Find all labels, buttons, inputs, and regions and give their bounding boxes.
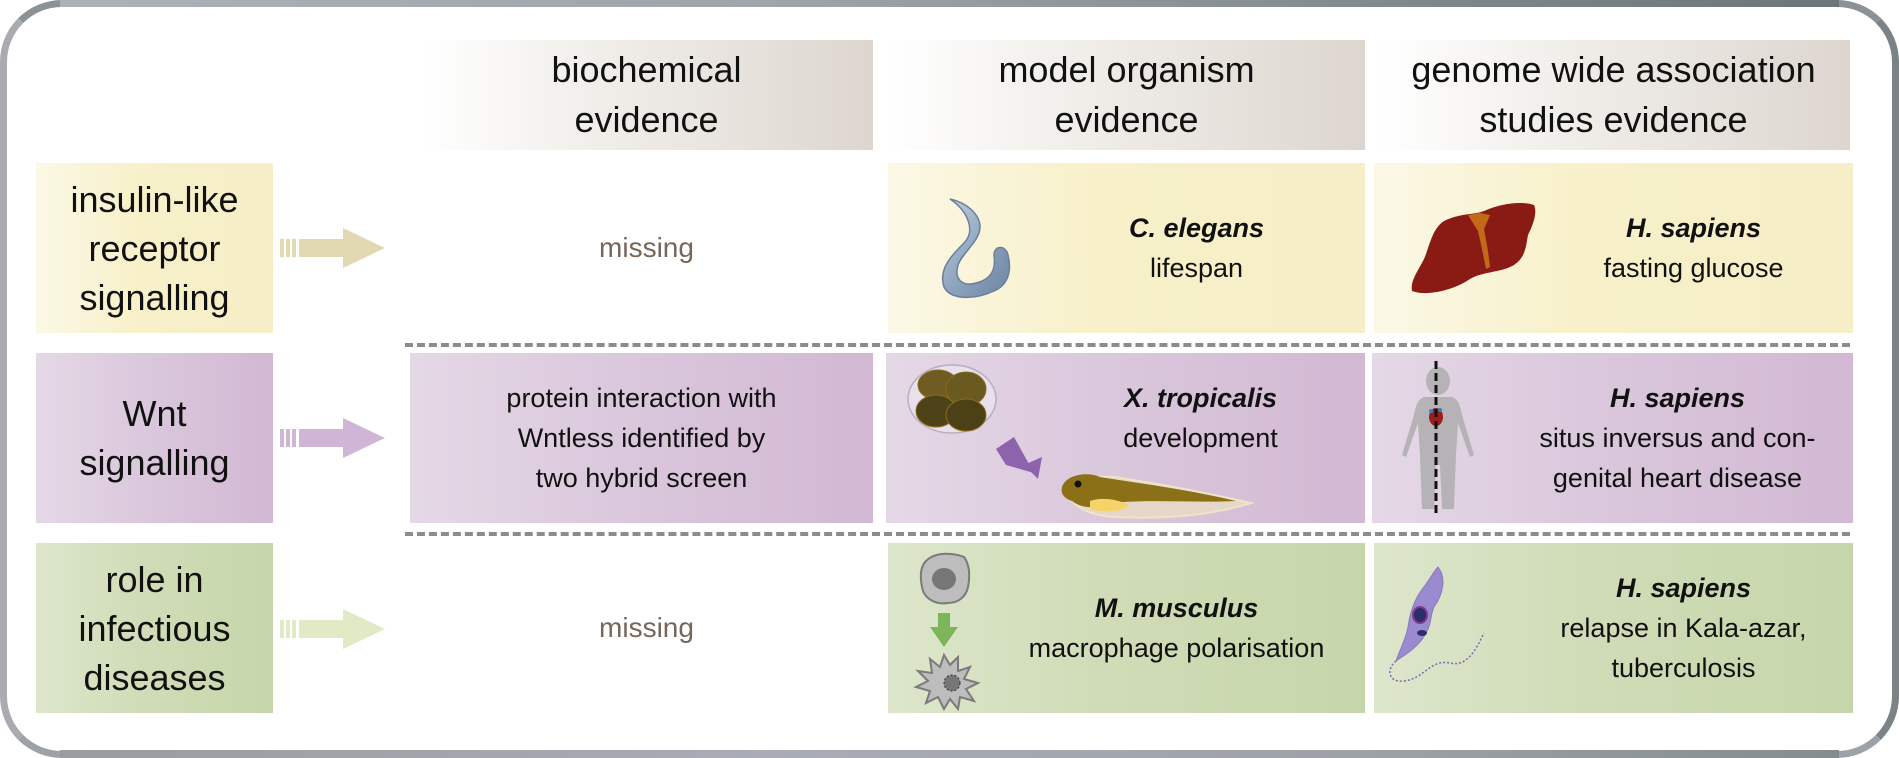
gwas-text: H. sapiens fasting glucose xyxy=(1534,163,1853,333)
biochemical-missing: missing xyxy=(599,612,694,643)
header-line: evidence xyxy=(1054,99,1199,140)
gwas-text: H. sapiens relapse in Kala-azar, tubercu… xyxy=(1514,543,1853,713)
row-label-line: diseases xyxy=(83,656,226,698)
worm-icon xyxy=(941,198,1011,299)
row-label-line: infectious xyxy=(78,607,231,649)
row-label-line: insulin-like xyxy=(70,178,239,220)
model-organism-text: M. musculus macrophage polarisation xyxy=(988,543,1365,713)
frame-top-edge xyxy=(60,0,1839,7)
evidence-detail: two hybrid screen xyxy=(535,463,748,493)
evidence-detail: fasting glucose xyxy=(1603,253,1784,283)
row-label-line: signalling xyxy=(79,276,230,318)
header-biochemical-evidence: biochemical evidence xyxy=(420,40,873,150)
human-body-heart-icon xyxy=(1402,361,1474,517)
header-line: model organism xyxy=(998,49,1255,90)
row-label-infectious-diseases: role in infectious diseases xyxy=(36,543,273,713)
model-organism-cell-wnt: X. tropicalis development xyxy=(886,353,1365,523)
species-name: H. sapiens xyxy=(1625,213,1762,243)
model-organism-text: C. elegans lifespan xyxy=(1028,163,1365,333)
row-arrow-icon xyxy=(280,609,385,649)
model-organism-text: X. tropicalis development xyxy=(1036,353,1365,483)
model-organism-cell-infectious: M. musculus macrophage polarisation xyxy=(888,543,1365,713)
evidence-detail: Wntless identified by xyxy=(517,423,766,453)
evidence-detail: macrophage polarisation xyxy=(1028,633,1325,663)
gwas-text: H. sapiens situs inversus and con- genit… xyxy=(1502,353,1853,523)
row-label-line: role in xyxy=(105,558,204,600)
header-line: biochemical xyxy=(551,49,742,90)
biochemical-missing: missing xyxy=(599,232,694,263)
evidence-detail: relapse in Kala-azar, xyxy=(1560,613,1807,643)
row-label-insulin-signalling: insulin-like receptor signalling xyxy=(36,163,273,333)
macrophage-polarisation-icon xyxy=(913,552,981,711)
row-label-wnt-signalling: Wnt signalling xyxy=(36,353,273,523)
row-arrow-icon xyxy=(280,228,385,268)
evidence-detail: situs inversus and con- xyxy=(1539,423,1816,453)
evidence-detail: protein interaction with xyxy=(506,383,777,413)
header-line: studies evidence xyxy=(1479,99,1748,140)
model-organism-cell-insulin: C. elegans lifespan xyxy=(888,163,1365,333)
evidence-detail: development xyxy=(1123,423,1278,453)
row-arrow-icon xyxy=(280,418,385,458)
evidence-detail: genital heart disease xyxy=(1552,463,1803,493)
gwas-cell-insulin: H. sapiens fasting glucose xyxy=(1374,163,1853,333)
species-name: M. musculus xyxy=(1094,593,1259,623)
row-label-line: Wnt xyxy=(122,393,187,434)
evidence-detail: tuberculosis xyxy=(1611,653,1756,683)
row-label-line: receptor xyxy=(88,227,221,269)
species-name: H. sapiens xyxy=(1609,383,1746,413)
row-label-line: signalling xyxy=(79,442,230,483)
frog-embryo-to-tadpole-icon xyxy=(907,364,1255,519)
gwas-cell-wnt: H. sapiens situs inversus and con- genit… xyxy=(1372,353,1853,523)
species-name: X. tropicalis xyxy=(1123,383,1278,413)
header-line: evidence xyxy=(574,99,719,140)
gwas-cell-infectious: H. sapiens relapse in Kala-azar, tubercu… xyxy=(1374,543,1853,713)
species-name: H. sapiens xyxy=(1615,573,1752,603)
evidence-detail: lifespan xyxy=(1149,253,1244,283)
row-divider xyxy=(405,343,1850,347)
header-line: genome wide association xyxy=(1411,49,1816,90)
species-name: C. elegans xyxy=(1128,213,1265,243)
leishmania-parasite-icon xyxy=(1389,566,1485,682)
biochemical-evidence-wnt: protein interaction with Wntless identif… xyxy=(410,353,873,523)
liver-icon xyxy=(1411,203,1536,294)
frame-bottom-edge xyxy=(60,750,1839,758)
header-gwas-evidence: genome wide association studies evidence xyxy=(1377,40,1850,150)
header-model-organism-evidence: model organism evidence xyxy=(888,40,1365,150)
row-divider xyxy=(405,532,1850,536)
